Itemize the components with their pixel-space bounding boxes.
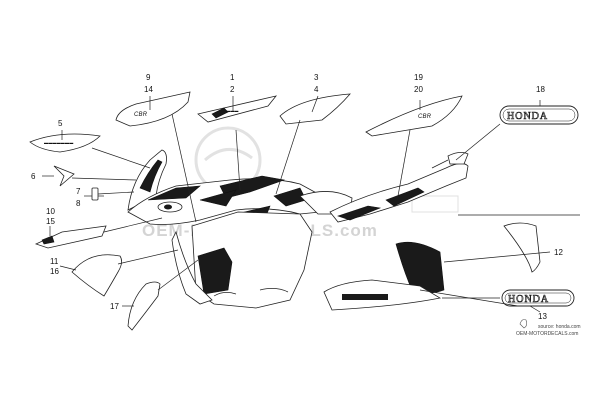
decal-17-shape (127, 281, 161, 331)
callout-4: 4 (314, 85, 319, 94)
callout-7: 7 (76, 187, 81, 196)
fairing-graphic-3 (199, 189, 237, 207)
decal-part-5: ▬▬▬▬▬▬▬ (29, 133, 101, 153)
decal-18-badge (499, 105, 579, 125)
callout-12: 12 (554, 248, 563, 257)
decal-part-11-16 (71, 254, 122, 297)
headlight-inner (164, 204, 172, 210)
callout-19: 19 (414, 73, 423, 82)
decal-part-9-14: CBR (115, 91, 191, 127)
tail-dark-stripe-1 (337, 205, 382, 221)
decal-part-18: HONDA (499, 105, 579, 125)
source-line-1: source: honda.com (538, 324, 581, 330)
motorcycle-fairing (127, 149, 469, 309)
decal-part-17 (127, 281, 161, 331)
decal-1-2-stripe (211, 107, 229, 119)
side-fairing-dark-panel (197, 247, 233, 295)
callout-5: 5 (58, 119, 63, 128)
callout-20: 20 (414, 85, 423, 94)
callout-11: 11 (50, 257, 59, 266)
decal-part-19-20: CBR (365, 95, 463, 137)
windscreen-dark-stripe (139, 159, 163, 193)
leader-1-2-to-fairing (235, 129, 241, 191)
leader-13-label (529, 305, 541, 313)
leader-18-to-tail (455, 123, 501, 161)
decal-12-shape (503, 222, 541, 273)
decal-5-text: ▬▬▬▬▬▬▬ (44, 140, 73, 145)
leader-11-16 (59, 265, 77, 271)
callout-14: 14 (144, 85, 153, 94)
decal-part-6 (53, 165, 75, 187)
decal-11-16-shape (71, 254, 122, 297)
decal-part-10-15 (34, 225, 107, 249)
decal-part-12 (503, 222, 541, 273)
callout-3: 3 (314, 73, 319, 82)
source-line-2: OEM-MOTORDECALS.com (516, 331, 578, 337)
fairing-graphic-1 (147, 185, 201, 201)
leader-11-16-to-fairing (117, 249, 179, 265)
decal-18-honda-text: HONDA (507, 111, 548, 122)
leader-19-20-to-tail (397, 129, 411, 197)
decal-part-7-8 (91, 187, 104, 201)
callout-8: 8 (76, 199, 81, 208)
decal-19-20-logo: CBR (418, 114, 432, 120)
decal-part-3-4 (279, 93, 351, 125)
callout-numbers: 1 2 3 4 9 14 5 6 7 8 10 15 11 16 17 18 1… (31, 73, 563, 321)
decal-3-4-shape (279, 93, 351, 125)
leader-12 (443, 251, 551, 263)
decal-9-14-shape (115, 91, 191, 127)
callout-2: 2 (230, 85, 235, 94)
leader-lines (42, 95, 551, 313)
tail-ridge (431, 159, 449, 169)
decal-part-13: HONDA (323, 241, 575, 311)
leader-10-15-to-fairing (103, 217, 163, 233)
decal-5-shape (29, 133, 101, 153)
watermark-helmet-visor (204, 148, 253, 162)
decal-13-badge (501, 289, 575, 307)
decal-19-20-shape (365, 95, 463, 137)
side-fairing-vent (213, 292, 237, 297)
decal-9-14-logo: CBR (134, 112, 148, 118)
decal-13-honda-strip (342, 294, 388, 300)
decal-18-badge-inner (502, 108, 576, 122)
callout-6: 6 (31, 172, 36, 181)
tail-dark-stripe-2 (385, 187, 425, 207)
callout-1: 1 (230, 73, 235, 82)
decal-10-15-dark (41, 235, 55, 245)
leader-17-to-fairing (157, 259, 199, 291)
leader-7-to-fairing (97, 191, 135, 195)
decal-10-15-shape (34, 225, 107, 249)
callout-18: 18 (536, 85, 545, 94)
decal-6-shape (53, 165, 75, 187)
source-note: source: honda.com OEM-MOTORDECALS.com (516, 319, 581, 337)
decal-13-honda-text: HONDA (508, 294, 549, 305)
source-helmet-icon (519, 319, 527, 329)
decal-7-shape (91, 187, 99, 201)
leader-5-to-fairing (91, 147, 151, 169)
callout-17: 17 (110, 302, 119, 311)
callout-9: 9 (146, 73, 151, 82)
decal-13-badge-inner (504, 292, 572, 304)
decal-part-1-2: ▬▬▬ (197, 95, 278, 123)
leader-3-4-to-fairing (275, 119, 301, 195)
callout-15: 15 (46, 217, 55, 226)
leader-9-14-to-fairing (171, 113, 197, 223)
side-fairing-vent-2 (259, 288, 289, 293)
leader-6-to-fairing (71, 177, 137, 181)
watermark-barcode (411, 195, 459, 213)
callout-10: 10 (46, 207, 55, 216)
leader-3-4 (311, 95, 319, 113)
callout-16: 16 (50, 267, 59, 276)
decal-1-2-text: ▬▬▬ (226, 108, 239, 113)
callout-13: 13 (538, 312, 547, 321)
lower-fairing (171, 230, 213, 305)
